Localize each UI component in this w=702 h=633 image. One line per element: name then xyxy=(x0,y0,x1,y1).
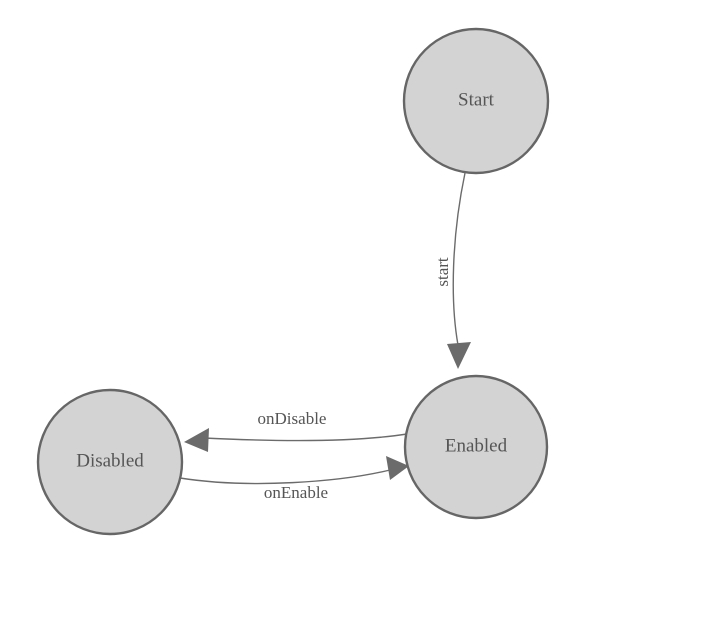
edge-disabled-to-enabled-path xyxy=(179,469,391,485)
edge-label-on-enable: onEnable xyxy=(264,483,328,502)
edge-start-to-enabled-path xyxy=(452,172,466,346)
node-disabled-label: Disabled xyxy=(76,450,144,471)
edge-start-to-enabled-arrowhead xyxy=(447,342,471,369)
node-start-circle xyxy=(402,27,550,175)
node-disabled[interactable]: Disabled xyxy=(36,388,184,536)
edge-enabled-to-disabled[interactable]: onDisable xyxy=(184,409,408,452)
edge-start-to-enabled[interactable]: start xyxy=(433,172,471,369)
node-enabled-label: Enabled xyxy=(445,435,508,456)
node-disabled-circle xyxy=(36,388,184,536)
edge-enabled-to-disabled-path xyxy=(203,433,408,442)
edge-label-start: start xyxy=(433,257,452,287)
edge-disabled-to-enabled[interactable]: onEnable xyxy=(179,456,409,502)
node-enabled[interactable]: Enabled xyxy=(403,374,549,520)
node-start[interactable]: Start xyxy=(402,27,550,175)
edge-enabled-to-disabled-arrowhead xyxy=(184,428,209,452)
edge-label-on-disable: onDisable xyxy=(258,409,327,428)
node-start-label: Start xyxy=(458,89,495,110)
node-enabled-circle xyxy=(403,374,549,520)
edge-disabled-to-enabled-arrowhead xyxy=(386,456,409,480)
